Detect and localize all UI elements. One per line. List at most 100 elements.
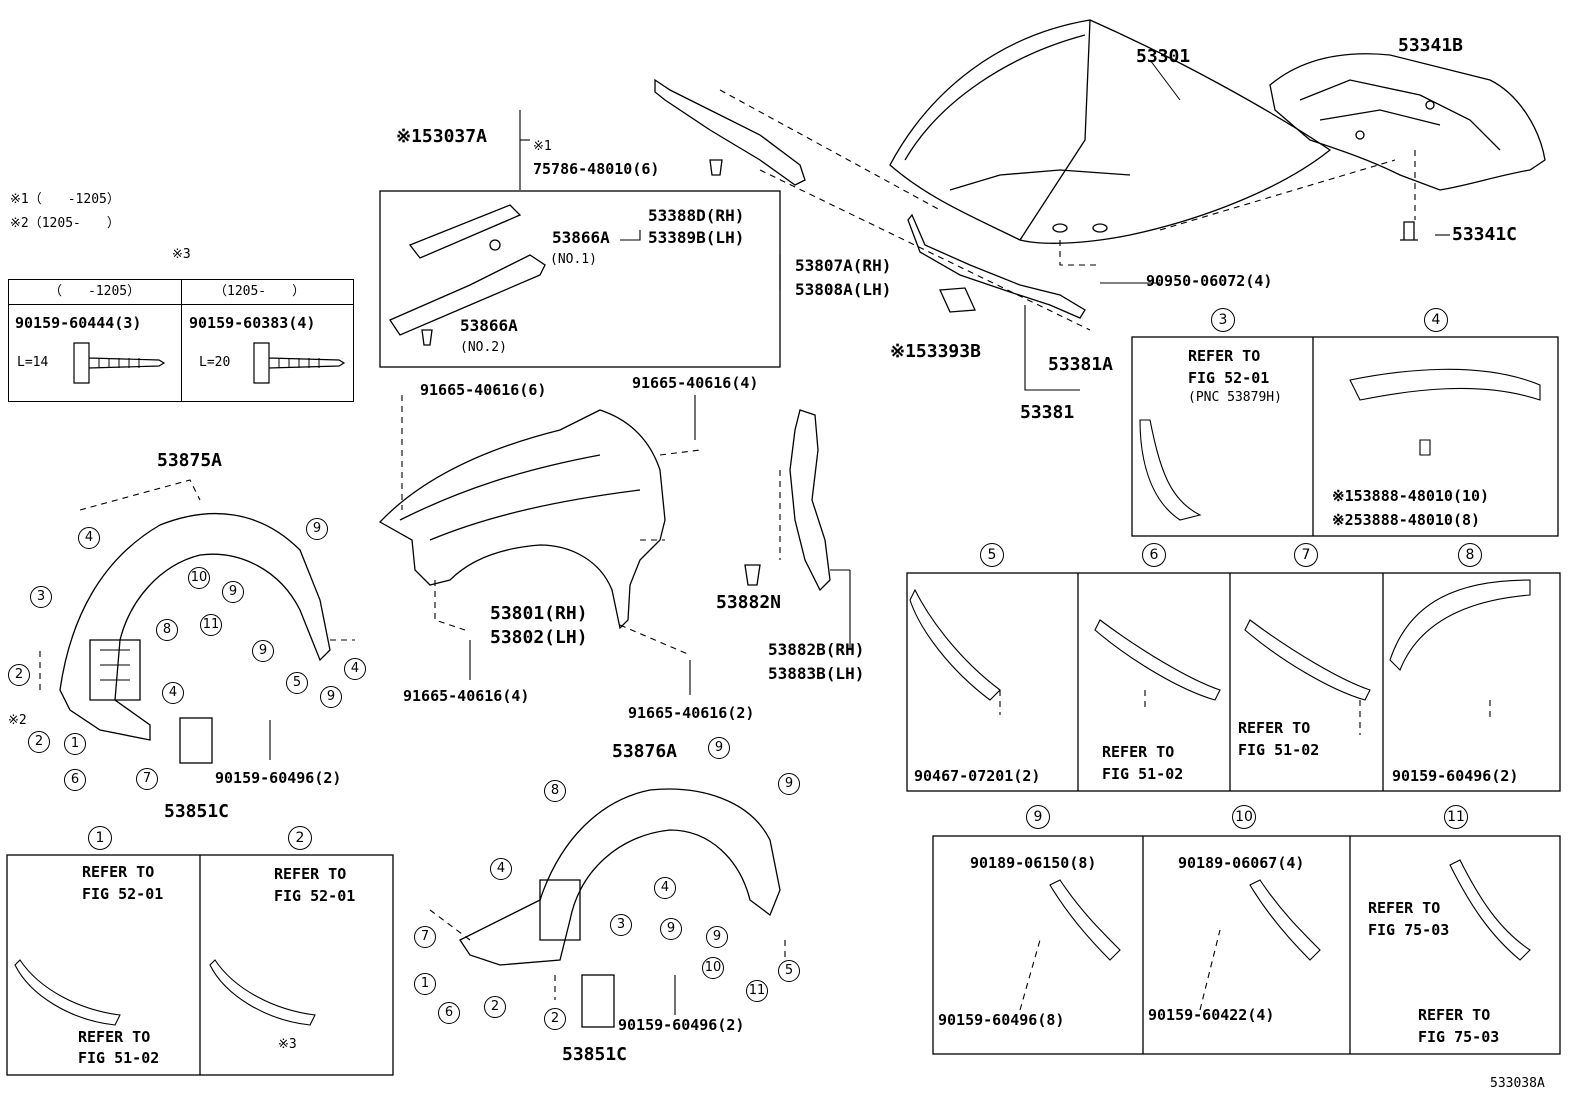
detail-11-refer-1: REFER TO (1368, 899, 1441, 917)
callout-9: 9 (708, 737, 730, 759)
dashed-leaders (39, 89, 1491, 1011)
detail-1-fig-2: FIG 51-02 (78, 1049, 160, 1067)
label-90159-60496-a: 90159-60496(2) (215, 769, 342, 787)
callout-5: 5 (778, 960, 800, 982)
label-53381: 53381 (1020, 402, 1075, 423)
callout-9: 9 (778, 773, 800, 795)
label-53866A-no1: 53866A (552, 228, 610, 247)
label-91665-6: 91665-40616(6) (420, 381, 547, 399)
fender-53801 (378, 409, 666, 630)
bolt-table-col2-part: 90159-60383(4) (189, 314, 316, 332)
callout-7: 7 (136, 768, 158, 790)
detail-9-part-a: 90189-06150(8) (970, 854, 1097, 872)
mudflap-53851C-a (179, 717, 213, 764)
label-53381A: 53381A (1048, 354, 1114, 375)
callout-11: 11 (200, 614, 222, 636)
label-53037A-mark: ※1 (533, 139, 552, 154)
callout-4: 4 (162, 682, 184, 704)
note-3: ※3 (172, 247, 191, 262)
label-53341C: 53341C (1452, 224, 1518, 245)
bolt-table-divider (181, 280, 182, 401)
diagram-id: 533038A (1490, 1076, 1545, 1091)
callout-3: 3 (30, 586, 52, 608)
detail-7-number: 7 (1294, 543, 1318, 567)
label-53882B: 53882B(RH) (768, 640, 865, 659)
bolt-length-table: （ -1205） （1205- ） 90159-60444(3) 90159-6… (8, 279, 354, 402)
callout-1: 1 (414, 973, 436, 995)
callout-1: 1 (64, 733, 86, 755)
detail-2-fig-1: FIG 52-01 (274, 887, 356, 905)
detail-11-number: 11 (1444, 805, 1468, 829)
bolt-table-col1-part: 90159-60444(3) (15, 314, 142, 332)
detail-10-part-a: 90189-06067(4) (1178, 854, 1305, 872)
label-91665-4a: 91665-40616(4) (632, 374, 759, 392)
label-53807A: 53807A(RH) (795, 256, 892, 275)
label-53875A: 53875A (157, 450, 223, 471)
detail-4-line2: ※253888-48010(8) (1332, 511, 1481, 529)
label-53341B: 53341B (1398, 35, 1464, 56)
detail-6-number: 6 (1142, 543, 1166, 567)
detail-11-refer-2: REFER TO (1418, 1006, 1491, 1024)
detail-2-x3: ※3 (278, 1037, 297, 1052)
label-90159-60496-b: 90159-60496(2) (618, 1016, 745, 1034)
detail-4-line1: ※153888-48010(10) (1332, 487, 1490, 505)
note-1: ※1（ -1205） (10, 192, 120, 207)
callout-4: 4 (490, 858, 512, 880)
detail-10-number: 10 (1232, 805, 1256, 829)
label-90950: 90950-06072(4) (1146, 272, 1273, 290)
callout-4: 4 (344, 658, 366, 680)
bolt-table-col2-length: L=20 (199, 355, 231, 370)
callout-10: 10 (702, 957, 724, 979)
liner-53876A (459, 788, 781, 966)
callout-2: 2 (8, 664, 30, 686)
seal-strip-53037A (654, 78, 806, 186)
callout-8: 8 (156, 619, 178, 641)
label-53389B: 53389B(LH) (648, 228, 745, 247)
detail-7-refer: REFER TO (1238, 719, 1311, 737)
detail-2-number: 2 (288, 826, 312, 850)
callout-9: 9 (252, 640, 274, 662)
liner-53875A (59, 512, 331, 741)
callout-9: 9 (320, 686, 342, 708)
hood-insulator-53341B (1269, 53, 1546, 191)
callout-9: 9 (706, 926, 728, 948)
detail-panel-5-8 (906, 572, 1561, 792)
callout-9: 9 (222, 581, 244, 603)
callout-10: 10 (188, 567, 210, 589)
callout-3: 3 (610, 914, 632, 936)
callout-6: 6 (64, 769, 86, 791)
detail-8-part: 90159-60496(2) (1392, 767, 1519, 785)
detail-panel-9-11 (932, 835, 1561, 1055)
callout-9: 9 (306, 518, 328, 540)
label-53851C-b: 53851C (562, 1044, 628, 1065)
detail-4-number: 4 (1424, 308, 1448, 332)
detail-1-number: 1 (88, 826, 112, 850)
label-x2: ※2 (8, 713, 27, 728)
label-53883B: 53883B(LH) (768, 664, 865, 683)
detail-3-refer: REFER TO (1188, 347, 1261, 365)
detail-panel-3-4 (1131, 336, 1559, 537)
note-2: ※2（1205- ） (10, 216, 120, 231)
detail-6-refer: REFER TO (1102, 743, 1175, 761)
bolt-icon-l20 (253, 342, 346, 384)
bolt-table-col1-length: L=14 (17, 355, 49, 370)
detail-2-refer-1: REFER TO (274, 865, 347, 883)
label-53866A-no2: 53866A (460, 316, 518, 335)
callout-2: 2 (544, 1008, 566, 1030)
callout-8: 8 (544, 780, 566, 802)
detail-6-fig: FIG 51-02 (1102, 765, 1184, 783)
detail-3-pnc: (PNC 53879H) (1188, 390, 1282, 405)
detail-5-number: 5 (980, 543, 1004, 567)
hood-53301 (889, 19, 1332, 244)
detail-7-fig: FIG 51-02 (1238, 741, 1320, 759)
detail-3-fig: FIG 52-01 (1188, 369, 1270, 387)
label-53393B: ※153393B (890, 341, 981, 362)
callout-4: 4 (78, 527, 100, 549)
label-53882N: 53882N (716, 592, 782, 613)
detail-11-fig-2: FIG 75-03 (1418, 1028, 1500, 1046)
callout-6: 6 (438, 1002, 460, 1024)
bolt-table-col2-header: （1205- ） (214, 284, 306, 299)
clip-53341C (1400, 221, 1418, 241)
detail-1-refer-1: REFER TO (82, 863, 155, 881)
